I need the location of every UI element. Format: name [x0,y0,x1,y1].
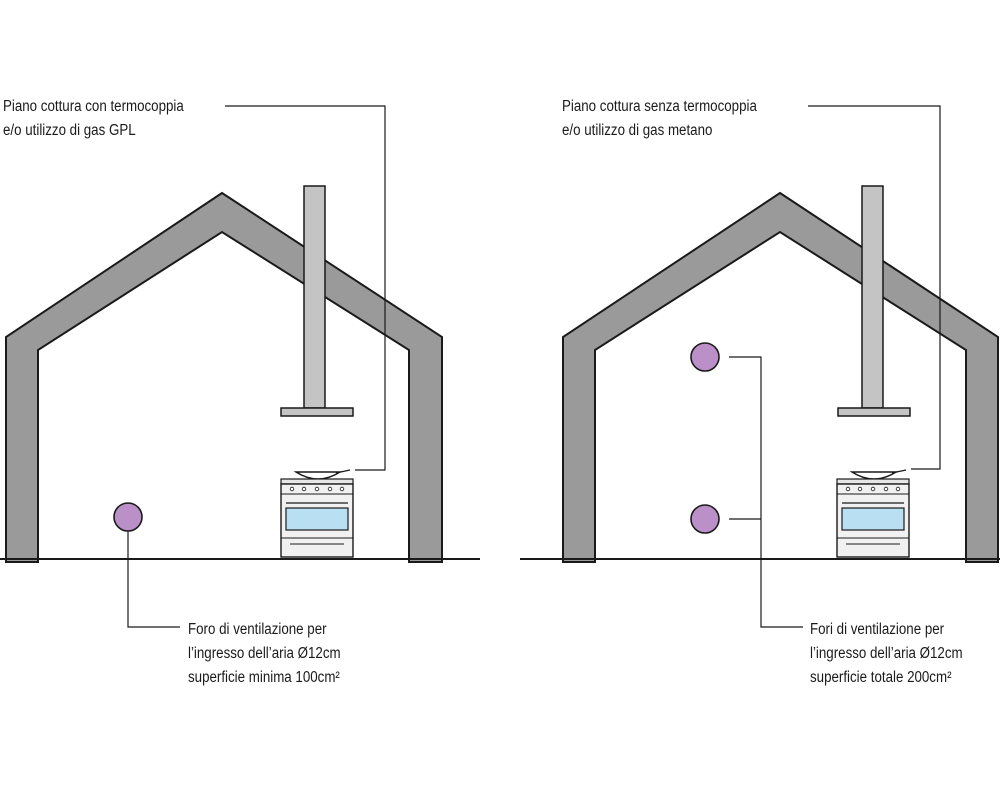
right-house-panel [520,105,1000,628]
left-stovetop [280,478,354,485]
right-vent-label-line3: superficie totale 200cm² [810,669,952,686]
left-hob-leader-line [225,105,386,471]
left-stove [280,469,354,558]
right-chimney-flue [861,185,884,409]
left-vent-label-line1: Foro di ventilazione per [188,621,327,638]
left-pot-handle [335,469,351,474]
right-hob-label: Piano cottura senza termocoppia e/o util… [562,95,757,143]
left-chimney-flue [303,185,326,409]
right-stovetop [836,478,910,485]
right-vent-hole-upper [690,342,720,372]
right-vent-hole-lower [690,504,720,534]
right-house-walls [562,191,999,563]
left-hood-plate [280,407,354,417]
right-oven-window [841,507,905,531]
left-vent-label-line2: l’ingresso dell’aria Ø12cm [188,645,341,662]
left-pot-icon [293,471,343,480]
left-vent-label-line3: superficie minima 100cm² [188,669,340,686]
left-house-walls [5,191,443,563]
left-vent-label: Foro di ventilazione per l’ingresso dell… [188,618,341,690]
left-vent-hole [113,502,143,532]
left-hob-label: Piano cottura con termocoppia e/o utiliz… [3,95,184,143]
left-control-knobs [289,486,345,492]
right-vent-leader-line [729,356,803,628]
right-pot-handle [891,469,907,474]
left-chimney-hood [280,185,354,417]
right-hob-label-line1: Piano cottura senza termocoppia [562,98,757,115]
left-vent-leader-line [127,531,180,628]
right-hob-label-line2: e/o utilizzo di gas metano [562,122,713,139]
right-hood-plate [837,407,911,417]
right-control-knobs [845,486,901,492]
right-pot-icon [849,471,899,480]
left-house-panel [0,105,480,628]
left-oven-window [285,507,349,531]
right-chimney-hood [837,185,911,417]
right-vent-label-line2: l’ingresso dell’aria Ø12cm [810,645,963,662]
left-hob-label-line2: e/o utilizzo di gas GPL [3,122,136,139]
right-hob-leader-line [808,105,941,470]
right-vent-label-line1: Fori di ventilazione per [810,621,945,638]
left-hob-label-line1: Piano cottura con termocoppia [3,98,184,115]
right-vent-label: Fori di ventilazione per l’ingresso dell… [810,618,963,690]
right-stove [836,469,910,558]
